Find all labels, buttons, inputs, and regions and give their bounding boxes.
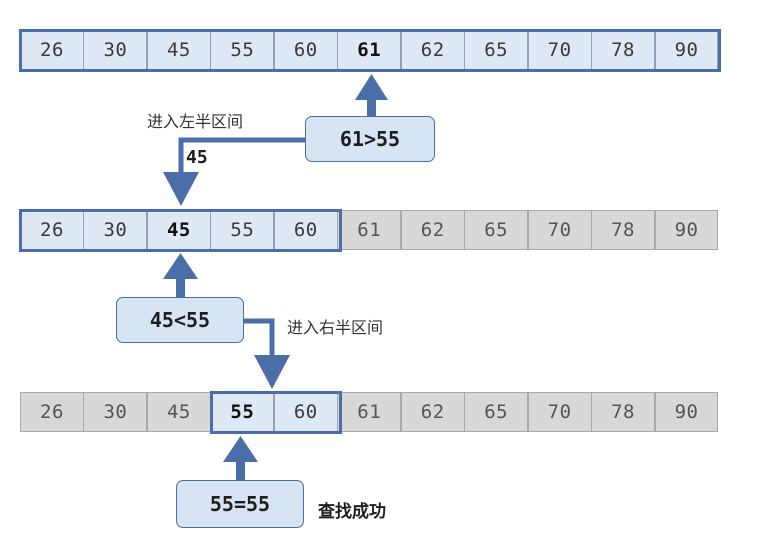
array-cell: 78 xyxy=(591,30,656,70)
array-cell: 70 xyxy=(527,30,592,70)
up-arrow-step-2 xyxy=(163,253,198,298)
array-cell: 90 xyxy=(654,392,719,432)
note-step-1: 进入左半区间 xyxy=(147,112,244,131)
elbow-arrow-step-1 xyxy=(163,137,305,206)
note-step-2: 进入右半区间 xyxy=(287,318,384,337)
array-cell: 78 xyxy=(591,392,656,432)
array-cell: 45 xyxy=(146,392,211,432)
up-arrow-step-3 xyxy=(223,436,258,480)
comparison-callout-step-3: 55=55 xyxy=(176,480,304,528)
array-cell: 60 xyxy=(273,392,338,432)
array-cell: 65 xyxy=(464,30,529,70)
comparison-callout-step-1: 61>55 xyxy=(305,116,435,162)
array-cell: 90 xyxy=(654,210,719,250)
array-cell: 70 xyxy=(527,210,592,250)
elbow-arrow-step-2 xyxy=(244,318,290,389)
note-step-3: 查找成功 xyxy=(318,502,386,522)
array-cell: 26 xyxy=(20,30,84,70)
array-cell: 26 xyxy=(20,392,84,432)
array-cell: 30 xyxy=(83,392,148,432)
array-cell: 61 xyxy=(337,210,402,250)
array-cell: 45 xyxy=(146,210,211,250)
array-cell: 65 xyxy=(464,210,529,250)
array-cell: 62 xyxy=(400,210,465,250)
array-cell: 78 xyxy=(591,210,656,250)
array-cell: 62 xyxy=(400,30,465,70)
array-cell: 55 xyxy=(210,210,275,250)
carried-value-label: 45 xyxy=(186,147,208,168)
array-cell: 45 xyxy=(146,30,211,70)
array-cell: 60 xyxy=(273,30,338,70)
array-cell: 70 xyxy=(527,392,592,432)
comparison-callout-step-2: 45<55 xyxy=(116,297,244,343)
array-cell: 55 xyxy=(210,392,275,432)
up-arrow-step-1 xyxy=(355,74,388,118)
array-cell: 61 xyxy=(337,30,402,70)
